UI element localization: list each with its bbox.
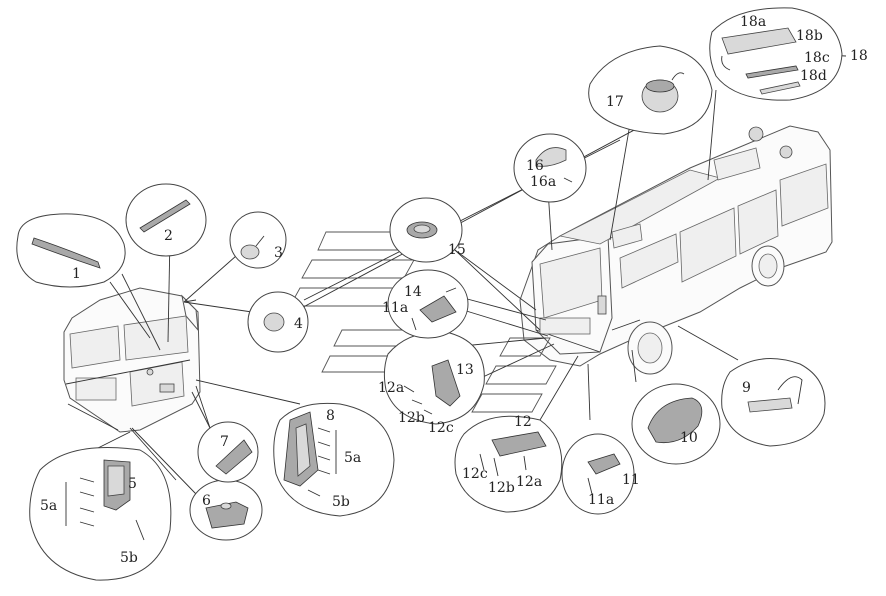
part-8-bubble	[273, 402, 395, 517]
label-4: 4	[294, 316, 303, 332]
label-5a-right: 5a	[344, 450, 361, 466]
part-13-bubble	[383, 331, 485, 425]
label-8: 8	[326, 408, 335, 424]
callout-labels: 1 2 3 4 5 5a 5b 5a 5b 6 7 8 9 10 11 11a …	[40, 14, 868, 566]
label-18d: 18d	[800, 68, 827, 84]
label-2: 2	[164, 228, 173, 244]
part-9-bubble	[721, 358, 826, 447]
part-15-bubble	[389, 197, 463, 263]
label-7: 7	[220, 434, 229, 450]
label-18a: 18a	[740, 14, 766, 30]
label-9: 9	[742, 380, 751, 396]
label-18b: 18b	[796, 28, 823, 44]
label-13: 13	[456, 362, 474, 378]
part-5-bubble	[29, 447, 172, 581]
label-5: 5	[128, 476, 137, 492]
label-11a-top: 11a	[382, 300, 408, 316]
part-2-bubble	[125, 183, 207, 257]
label-11a-bottom: 11a	[588, 492, 614, 508]
label-6: 6	[202, 493, 211, 509]
part-17-bubble	[588, 45, 713, 135]
label-15: 15	[448, 242, 466, 258]
label-10: 10	[680, 430, 698, 446]
label-16a: 16a	[530, 174, 556, 190]
label-11: 11	[622, 472, 640, 488]
label-14: 14	[404, 284, 422, 300]
label-12a-bottom: 12a	[516, 474, 542, 490]
part-11-bubble	[561, 433, 635, 515]
label-5a-left: 5a	[40, 498, 57, 514]
label-16: 16	[526, 158, 544, 174]
part-12-bubble	[454, 415, 563, 513]
label-5b-left: 5b	[120, 550, 138, 566]
label-3: 3	[274, 245, 283, 261]
label-18c: 18c	[804, 50, 830, 66]
part-18-bubble	[709, 7, 843, 101]
label-1: 1	[72, 266, 81, 282]
label-12: 12	[514, 414, 532, 430]
part-1-bubble	[16, 213, 126, 288]
part-4-bubble	[247, 291, 309, 353]
bus-front-side-view	[519, 125, 833, 375]
label-12a-top: 12a	[378, 380, 404, 396]
label-12b-top: 12b	[398, 410, 425, 426]
part-3-bubble	[229, 211, 287, 269]
part-16-bubble	[513, 133, 587, 203]
part-7-bubble	[197, 421, 259, 483]
part-14-bubble	[387, 269, 469, 339]
label-12c-bottom: 12c	[462, 466, 488, 482]
label-12b-bottom: 12b	[488, 480, 515, 496]
part-6-bubble	[189, 479, 263, 541]
label-5b-right: 5b	[332, 494, 350, 510]
bus-rear-view	[63, 287, 201, 433]
label-12c-top: 12c	[428, 420, 454, 436]
part-10-bubble	[631, 383, 721, 465]
label-18: 18	[850, 48, 868, 64]
label-17: 17	[606, 94, 624, 110]
